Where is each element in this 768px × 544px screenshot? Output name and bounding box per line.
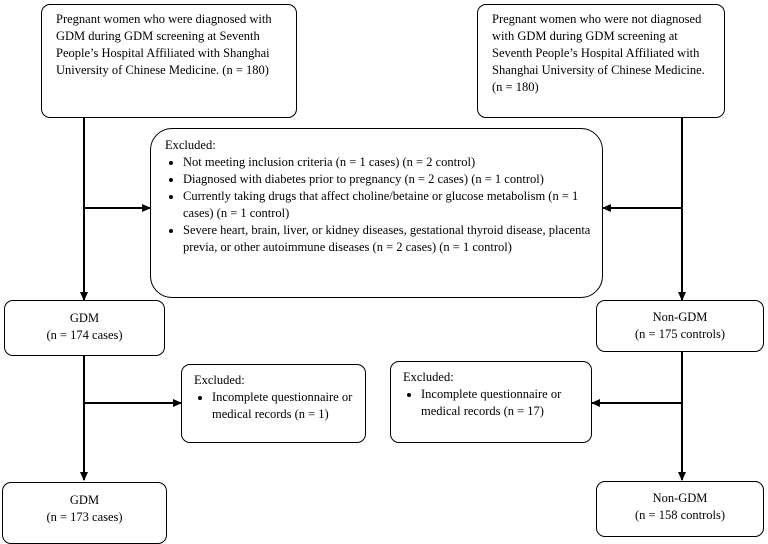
box-gdm-173: GDM (n = 173 cases) bbox=[2, 482, 167, 544]
gdm-173-count: (n = 173 cases) bbox=[46, 510, 123, 524]
excluded-gdm-title: Excluded: bbox=[194, 373, 245, 387]
nongdm-screening-text: Pregnant women who were not diagnosed wi… bbox=[492, 12, 705, 94]
excluded-main-item: Not meeting inclusion criteria (n = 1 ca… bbox=[183, 154, 592, 171]
excluded-nongdm-list: Incomplete questionnaire or medical reco… bbox=[403, 386, 583, 420]
gdm-174-count: (n = 174 cases) bbox=[46, 328, 123, 342]
excluded-main-item: Diagnosed with diabetes prior to pregnan… bbox=[183, 171, 592, 188]
excluded-main-item: Severe heart, brain, liver, or kidney di… bbox=[183, 222, 592, 256]
nongdm-175-count: (n = 175 controls) bbox=[634, 327, 726, 341]
box-excluded-nongdm: Excluded: Incomplete questionnaire or me… bbox=[390, 361, 592, 443]
box-nongdm-screening: Pregnant women who were not diagnosed wi… bbox=[477, 4, 725, 118]
box-nongdm-158: Non-GDM (n = 158 controls) bbox=[596, 481, 764, 537]
box-excluded-main: Excluded: Not meeting inclusion criteria… bbox=[150, 128, 603, 298]
gdm-screening-text: Pregnant women who were diagnosed with G… bbox=[56, 12, 272, 77]
box-gdm-174: GDM (n = 174 cases) bbox=[4, 300, 165, 356]
box-nongdm-175: Non-GDM (n = 175 controls) bbox=[596, 300, 764, 352]
gdm-173-title: GDM bbox=[69, 493, 100, 507]
excluded-main-item: Currently taking drugs that affect choli… bbox=[183, 188, 592, 222]
excluded-nongdm-item: Incomplete questionnaire or medical reco… bbox=[421, 386, 583, 420]
box-excluded-gdm: Excluded: Incomplete questionnaire or me… bbox=[181, 364, 366, 443]
excluded-main-title: Excluded: bbox=[165, 138, 216, 152]
nongdm-175-title: Non-GDM bbox=[652, 310, 708, 324]
nongdm-158-count: (n = 158 controls) bbox=[634, 508, 726, 522]
gdm-174-title: GDM bbox=[69, 311, 100, 325]
excluded-gdm-item: Incomplete questionnaire or medical reco… bbox=[212, 389, 357, 423]
excluded-gdm-list: Incomplete questionnaire or medical reco… bbox=[194, 389, 357, 423]
excluded-nongdm-title: Excluded: bbox=[403, 370, 454, 384]
box-gdm-screening: Pregnant women who were diagnosed with G… bbox=[41, 4, 297, 118]
excluded-main-list: Not meeting inclusion criteria (n = 1 ca… bbox=[165, 154, 592, 256]
nongdm-158-title: Non-GDM bbox=[652, 491, 708, 505]
